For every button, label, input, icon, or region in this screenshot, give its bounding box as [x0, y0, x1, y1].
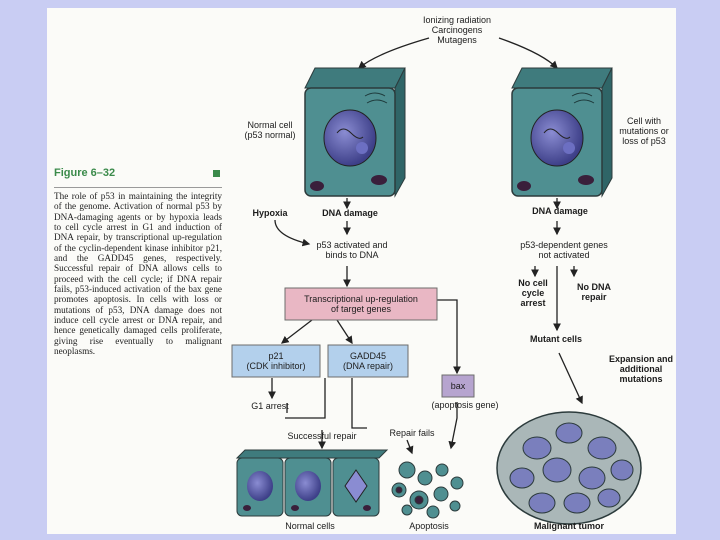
figure-title: Figure 6–32: [54, 167, 116, 179]
p53-activated-label: p53 activated and binds to DNA: [316, 240, 388, 260]
no-repair-label: No DNA repair: [577, 282, 611, 302]
dna-damage-left-label: DNA damage: [322, 208, 378, 218]
normal-cell-graphic: [304, 67, 406, 198]
bax-box: bax: [450, 381, 466, 391]
normal-cells-label: Normal cells: [285, 521, 335, 531]
normal-cells-graphic: [235, 449, 389, 517]
normal-cell-label: Normal cell (p53 normal): [244, 120, 296, 140]
agent-arrows: [358, 37, 558, 69]
gadd45-box: GADD45 (DNA repair): [342, 351, 393, 371]
figure-caption: The role of p53 in maintaining the integ…: [54, 191, 222, 357]
no-arrest-label: No cell cycle arrest: [518, 278, 548, 308]
hypoxia-label: Hypoxia: [252, 208, 288, 218]
figure-marker-icon: [213, 170, 220, 177]
mutant-cells-label: Mutant cells: [529, 334, 582, 344]
bax-note-label: (apoptosis gene): [431, 400, 499, 410]
p21-box: p21 (CDK inhibitor): [246, 351, 306, 371]
mutant-cell-label: Cell with mutations or loss of p53: [619, 116, 669, 146]
apoptosis-label: Apoptosis: [409, 521, 449, 531]
g1-arrest-label: G1 arrest: [251, 401, 289, 411]
malignant-tumor-graphic: [496, 411, 642, 525]
dna-damage-right-label: DNA damage: [532, 206, 588, 216]
textbook-page: Figure 6–32 The role of p53 in maintaini…: [47, 8, 676, 534]
successful-repair-label: Successful repair: [287, 431, 357, 441]
apoptosis-graphic: [391, 461, 464, 519]
malignant-tumor-label: Malignant tumor: [534, 521, 604, 531]
transcription-box: Transcriptional up-regulation of target …: [304, 294, 418, 314]
p53-pathway-diagram: [231, 37, 642, 525]
agents-label: Ionizing radiation Carcinogens Mutagens: [422, 15, 492, 45]
mutant-cell-graphic: [511, 67, 613, 198]
p53-not-activated-label: p53-dependent genes not activated: [520, 240, 608, 260]
expansion-label: Expansion and additional mutations: [608, 354, 673, 384]
repair-fails-label: Repair fails: [389, 428, 435, 438]
figure-header: Figure 6–32: [54, 165, 222, 188]
flow-arrows: [268, 198, 583, 455]
